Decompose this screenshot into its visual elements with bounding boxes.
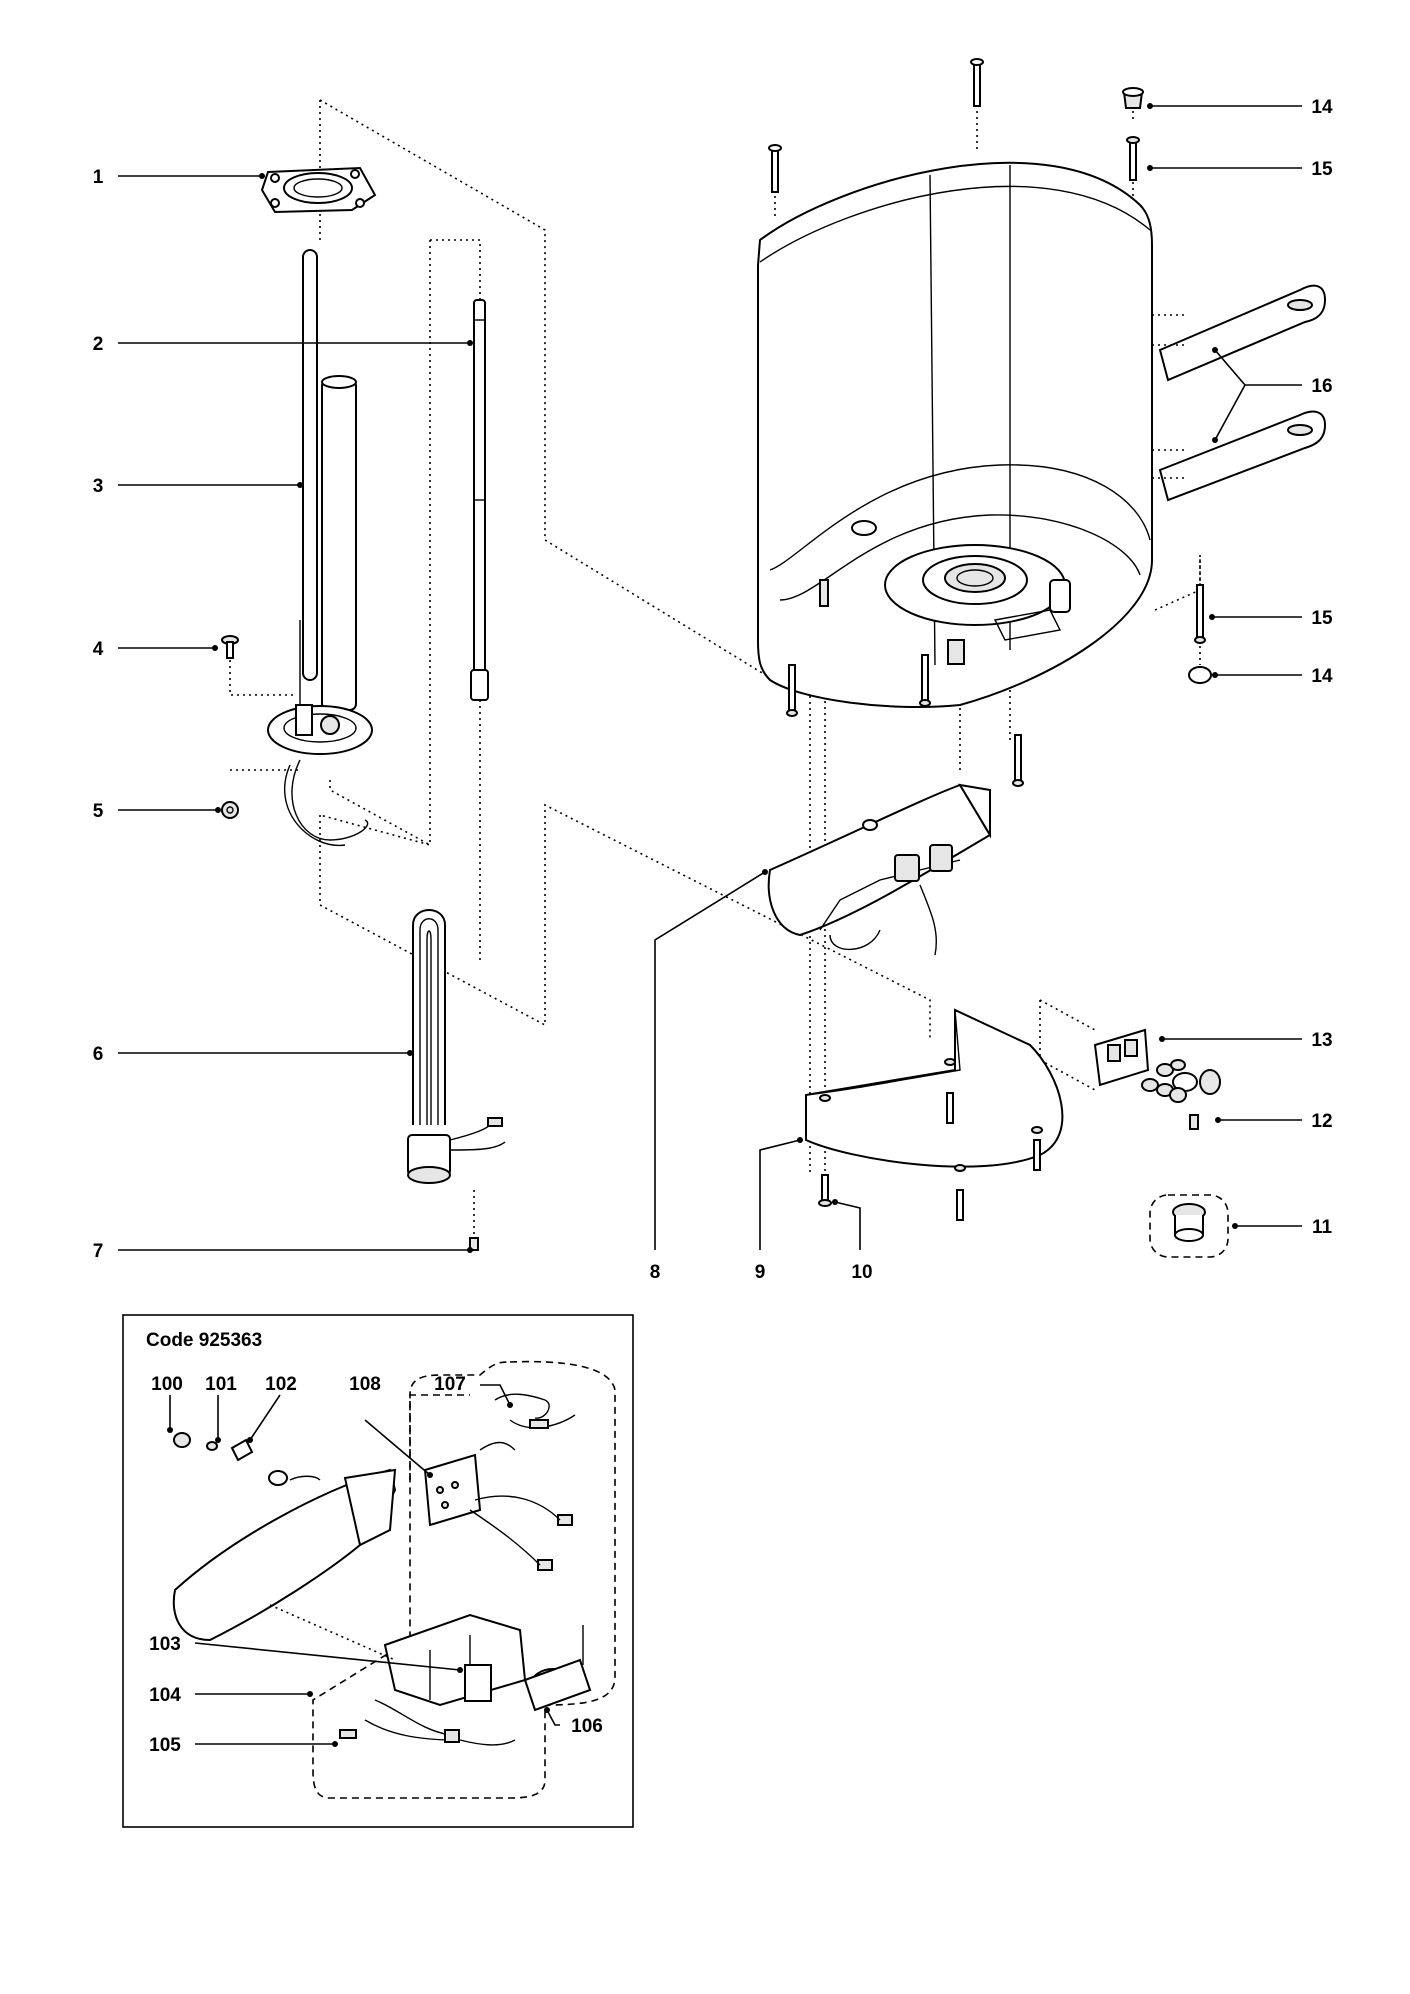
- assembly-guides-left: [229, 99, 931, 1040]
- inset-callout-102: 102: [265, 1374, 297, 1395]
- callout-16: 16: [1311, 376, 1332, 397]
- callout-1: 1: [93, 167, 104, 188]
- callout-labels: 1 2 3 4 5 6 7 8 9 10 11 12 13 14 14 15 1…: [93, 97, 1333, 1283]
- part-element-base: [267, 620, 373, 847]
- part-screw-top-15: [1126, 136, 1140, 181]
- part-knobs-nuts: [1141, 1059, 1221, 1130]
- callout-14-top: 14: [1311, 97, 1333, 118]
- part-small-screw: [469, 1190, 479, 1251]
- inset-callout-108: 108: [349, 1374, 381, 1395]
- part-cap-bottom: [1188, 666, 1212, 684]
- part-anode-sheath: [302, 249, 357, 711]
- callout-14-bottom: 14: [1311, 666, 1333, 687]
- part-switch-plate: [1093, 1028, 1150, 1087]
- inset-callout-107: 107: [434, 1374, 466, 1395]
- part-screw-bottom-15: [1194, 584, 1206, 644]
- inset-callout-104: 104: [149, 1685, 181, 1706]
- part-screw: [221, 635, 239, 659]
- part-heating-element: [407, 909, 506, 1184]
- part-tank-screws-top: [768, 58, 984, 193]
- callout-5: 5: [93, 801, 104, 822]
- callout-2: 2: [93, 334, 104, 355]
- callout-4: 4: [93, 639, 104, 660]
- part-tank-body: [757, 161, 1153, 709]
- inset-callout-103: 103: [149, 1634, 181, 1655]
- leader-lines: [118, 103, 1302, 1253]
- part-flange-plate: [260, 166, 377, 214]
- callout-10: 10: [851, 1262, 872, 1283]
- callout-8: 8: [650, 1262, 661, 1283]
- part-control-cover: [767, 783, 992, 956]
- callout-7: 7: [93, 1241, 104, 1262]
- callout-6: 6: [93, 1044, 104, 1065]
- callout-12: 12: [1311, 1111, 1332, 1132]
- part-wall-brackets: [1152, 284, 1327, 502]
- inset-callout-100: 100: [151, 1374, 183, 1395]
- inset-callout-106: 106: [571, 1716, 603, 1737]
- inset-code-label: Code 925363: [146, 1330, 262, 1351]
- inset-box: Code 925363: [122, 1314, 634, 1828]
- part-bottom-cover: [805, 1008, 1064, 1221]
- part-screw-10: [818, 1174, 832, 1207]
- inset-callout-101: 101: [205, 1374, 237, 1395]
- callout-9: 9: [755, 1262, 766, 1283]
- inset-callout-105: 105: [149, 1735, 181, 1756]
- callout-3: 3: [93, 476, 104, 497]
- part-cap-top: [1122, 87, 1144, 109]
- part-tank-screws-bottom: [786, 654, 1024, 787]
- callout-15-bottom: 15: [1311, 608, 1333, 629]
- part-knob-11: [1149, 1194, 1229, 1258]
- part-nut: [221, 801, 239, 819]
- part-thermostat-rod: [470, 299, 489, 701]
- callout-15-top: 15: [1311, 159, 1333, 180]
- callout-11: 11: [1312, 1217, 1333, 1238]
- callout-13: 13: [1311, 1030, 1332, 1051]
